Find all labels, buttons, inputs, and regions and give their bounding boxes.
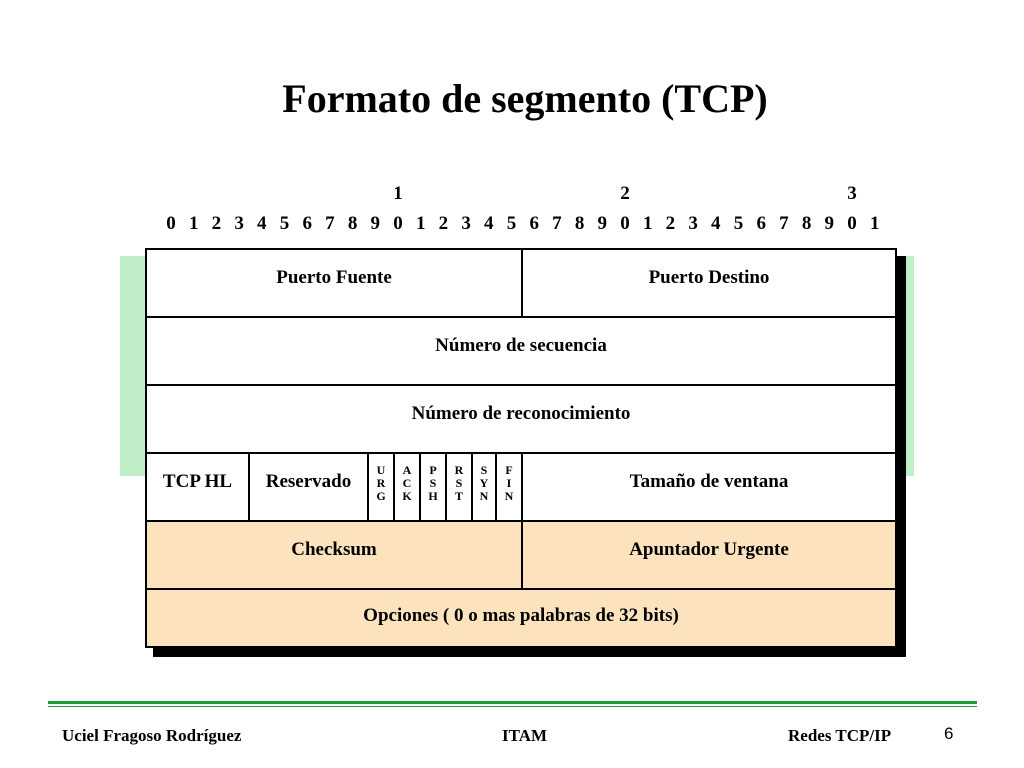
flag-rst: R S T — [447, 454, 473, 520]
slide-title: Formato de segmento (TCP) — [282, 76, 768, 121]
checksum-label: Checksum — [291, 539, 377, 560]
cell-header-length: TCP HL — [147, 454, 250, 520]
ruler-bit-22: 2 — [665, 213, 676, 234]
cell-ack-number: Número de reconocimiento — [147, 386, 895, 452]
flag-fin-letter-2: I — [506, 476, 512, 490]
ruler-bit-30: 0 — [847, 213, 857, 234]
footer-course: Redes TCP/IP — [788, 726, 892, 745]
ruler-tens-2: 2 — [620, 183, 630, 204]
flag-psh-letter-1: P — [429, 463, 437, 477]
flag-syn: S Y N — [473, 454, 497, 520]
flag-urg-letter-3: G — [376, 489, 386, 503]
flag-fin-letter-3: N — [504, 489, 514, 503]
ruler-bit-17: 7 — [552, 213, 562, 234]
cell-options: Opciones ( 0 o mas palabras de 32 bits) — [147, 590, 895, 646]
flag-urg: U R G — [369, 454, 395, 520]
ruler-bit-26: 6 — [756, 213, 766, 234]
cell-checksum: Checksum — [147, 522, 523, 588]
flag-ack: A C K — [395, 454, 421, 520]
ruler-bit-31: 1 — [869, 213, 880, 234]
destination-port-label: Puerto Destino — [648, 267, 770, 288]
ruler-bit-16: 6 — [529, 213, 539, 234]
reserved-label: Reservado — [265, 471, 352, 492]
footer-institution: ITAM — [502, 726, 548, 745]
ruler-bit-27: 7 — [779, 213, 789, 234]
cell-urgent-pointer: Apuntador Urgente — [523, 522, 895, 588]
page-number: 6 — [944, 724, 954, 743]
ruler-bit-19: 9 — [597, 213, 608, 234]
flag-syn-letter-3: N — [479, 489, 489, 503]
flag-ack-letter-2: C — [402, 476, 412, 490]
flag-psh-letter-3: H — [428, 489, 438, 503]
segment-row-control: TCP HL Reservado U R G A C K P S H R S T… — [147, 454, 895, 522]
segment-row-sequence: Número de secuencia — [147, 318, 895, 386]
ruler-bit-1: 1 — [188, 213, 199, 234]
flag-urg-letter-1: U — [376, 463, 386, 477]
footer-divider-thin — [48, 706, 977, 707]
flag-ack-letter-1: A — [402, 463, 412, 477]
flag-rst-letter-3: T — [454, 489, 463, 503]
flag-syn-letter-1: S — [480, 463, 488, 477]
flag-rst-letter-1: R — [454, 463, 464, 477]
cell-source-port: Puerto Fuente — [147, 250, 523, 316]
ruler-bit-28: 8 — [801, 213, 812, 234]
ruler-bit-29: 9 — [824, 213, 835, 234]
cell-destination-port: Puerto Destino — [523, 250, 895, 316]
ruler-bit-2: 2 — [211, 213, 222, 234]
flag-psh-letter-2: S — [429, 476, 437, 490]
ruler-bit-25: 5 — [733, 213, 744, 234]
ruler-bit-8: 8 — [347, 213, 358, 234]
cell-sequence-number: Número de secuencia — [147, 318, 895, 384]
urgent-pointer-label: Apuntador Urgente — [629, 539, 789, 560]
ruler-bit-15: 5 — [506, 213, 517, 234]
ruler-bit-21: 1 — [642, 213, 653, 234]
ruler-tens-1: 1 — [393, 183, 403, 204]
flag-fin: F I N — [497, 454, 523, 520]
window-size-label: Tamaño de ventana — [629, 471, 789, 492]
ruler-bit-5: 5 — [279, 213, 290, 234]
flag-psh: P S H — [421, 454, 447, 520]
ruler-bit-11: 1 — [415, 213, 426, 234]
cell-window-size: Tamaño de ventana — [523, 454, 895, 520]
segment-row-checksum: Checksum Apuntador Urgente — [147, 522, 895, 590]
ruler-bit-4: 4 — [257, 213, 267, 234]
ruler-bit-20: 0 — [620, 213, 630, 234]
flag-ack-letter-3: K — [402, 489, 412, 503]
footer-author: Uciel Fragoso Rodríguez — [62, 726, 242, 745]
segment-row-acknowledgment: Número de reconocimiento — [147, 386, 895, 454]
flag-syn-letter-2: Y — [479, 476, 489, 490]
ruler-tens-3: 3 — [847, 183, 857, 204]
ruler-bit-12: 2 — [438, 213, 449, 234]
ruler-bit-0: 0 — [166, 213, 176, 234]
ruler-bit-3: 3 — [234, 213, 244, 234]
source-port-label: Puerto Fuente — [276, 267, 392, 288]
segment-row-options: Opciones ( 0 o mas palabras de 32 bits) — [147, 590, 895, 646]
segment-row-ports: Puerto Fuente Puerto Destino — [147, 250, 895, 318]
ruler-bit-7: 7 — [325, 213, 335, 234]
ruler-bit-13: 3 — [461, 213, 471, 234]
ruler-bit-6: 6 — [302, 213, 312, 234]
sequence-number-label: Número de secuencia — [435, 335, 607, 356]
bit-ruler-tens: 1 2 3 — [0, 184, 1024, 204]
ruler-bit-24: 4 — [711, 213, 721, 234]
flag-rst-letter-2: S — [455, 476, 463, 490]
footer-divider-thick — [48, 701, 977, 704]
ruler-bit-23: 3 — [688, 213, 698, 234]
ruler-bit-18: 8 — [574, 213, 585, 234]
tcp-segment-table: Puerto Fuente Puerto Destino Número de s… — [145, 248, 897, 648]
ruler-bit-10: 0 — [393, 213, 403, 234]
header-length-label: TCP HL — [162, 471, 233, 492]
cell-reserved: Reservado — [250, 454, 369, 520]
flag-urg-letter-2: R — [376, 476, 386, 490]
options-label: Opciones ( 0 o mas palabras de 32 bits) — [363, 605, 679, 626]
ruler-bit-9: 9 — [370, 213, 381, 234]
flag-fin-letter-1: F — [505, 463, 513, 477]
ack-number-label: Número de reconocimiento — [411, 403, 631, 424]
ruler-bit-14: 4 — [484, 213, 494, 234]
